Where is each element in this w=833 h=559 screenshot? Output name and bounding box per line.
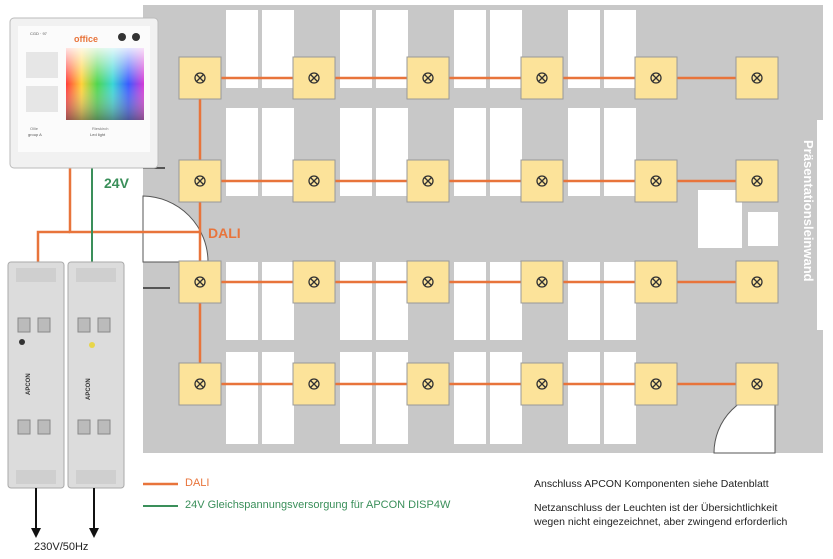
power-icon[interactable] [118,33,126,41]
module-dali: APCON [7,261,65,489]
lamp-cross-circle-icon [751,378,763,390]
panel-left-label: group A [28,132,42,137]
lamp-cross-circle-icon [308,72,320,84]
control-panel: office CGD · 97 Ollie group A Rieskirch … [9,17,159,169]
din-modules: APCON APCON [7,261,125,489]
lamp-cross-circle-icon [751,72,763,84]
lamp-grid [178,56,779,406]
lamp-1-0 [178,159,222,203]
note-mains-2: wegen nicht eingezeichnet, aber zwingend… [534,516,788,528]
lamp-cross-circle-icon [194,72,206,84]
lamp-2-2 [406,260,450,304]
lamp-1-3 [520,159,564,203]
lamp-2-4 [634,260,678,304]
door-left [142,195,209,263]
supply-arrows [31,488,99,538]
lamp-cross-circle-icon [194,276,206,288]
lamp-3-2 [406,362,450,406]
lamp-2-5 [735,260,779,304]
lamp-cross-circle-icon [308,378,320,390]
lamp-0-4 [634,56,678,100]
settings-icon[interactable] [132,33,140,41]
lamp-cross-circle-icon [536,276,548,288]
lamp-3-0 [178,362,222,406]
legend-dali: DALI [185,477,210,489]
lamp-cross-circle-icon [751,175,763,187]
lamp-2-3 [520,260,564,304]
svg-text:Rieskirch: Rieskirch [92,126,108,131]
lamp-cross-circle-icon [536,378,548,390]
label-dali: DALI [208,225,241,241]
lamp-cross-circle-icon [650,378,662,390]
lamp-cross-circle-icon [536,175,548,187]
lamp-cross-circle-icon [422,276,434,288]
lamp-2-1 [292,260,336,304]
label-24v: 24V [104,175,130,191]
lamp-1-1 [292,159,336,203]
lamp-cross-circle-icon [536,72,548,84]
lamp-1-5 [735,159,779,203]
module-24v: APCON [67,261,125,489]
svg-text:Ollie: Ollie [30,126,39,131]
note-mains-1: Netzanschluss der Leuchten ist der Übers… [534,502,778,514]
note-datasheet: Anschluss APCON Komponenten siehe Datenb… [534,478,769,490]
screen-strip [817,120,823,330]
module-dali-brand: APCON [26,373,32,395]
panel-logo: office [74,34,98,44]
lamp-3-5 [735,362,779,406]
panel-right-label: Led light [90,132,106,137]
label-screen: Präsentationsleinwand [801,140,816,282]
floor-plan [142,5,823,454]
legend-24v: 24V Gleichspannungsversorgung für APCON … [185,499,451,511]
lamp-cross-circle-icon [650,72,662,84]
module-24v-brand: APCON [86,378,92,400]
lamp-cross-circle-icon [751,276,763,288]
lamp-3-1 [292,362,336,406]
panel-button-bottom[interactable] [26,86,58,112]
lamp-cross-circle-icon [422,72,434,84]
lamp-0-5 [735,56,779,100]
panel-small-top: CGD · 97 [30,31,48,36]
lamp-1-4 [634,159,678,203]
lamp-1-2 [406,159,450,203]
lamp-cross-circle-icon [194,378,206,390]
supply-label: 230V/50Hz [34,541,89,553]
lamp-0-2 [406,56,450,100]
lamp-cross-circle-icon [308,175,320,187]
lamp-2-0 [178,260,222,304]
lamp-0-3 [520,56,564,100]
lamp-cross-circle-icon [650,276,662,288]
lamp-3-4 [634,362,678,406]
lamp-0-1 [292,56,336,100]
lamp-cross-circle-icon [422,175,434,187]
lamp-0-0 [178,56,222,100]
lamp-cross-circle-icon [308,276,320,288]
lamp-cross-circle-icon [422,378,434,390]
lamp-cross-circle-icon [650,175,662,187]
lamp-cross-circle-icon [194,175,206,187]
lamp-3-3 [520,362,564,406]
panel-button-top[interactable] [26,52,58,78]
